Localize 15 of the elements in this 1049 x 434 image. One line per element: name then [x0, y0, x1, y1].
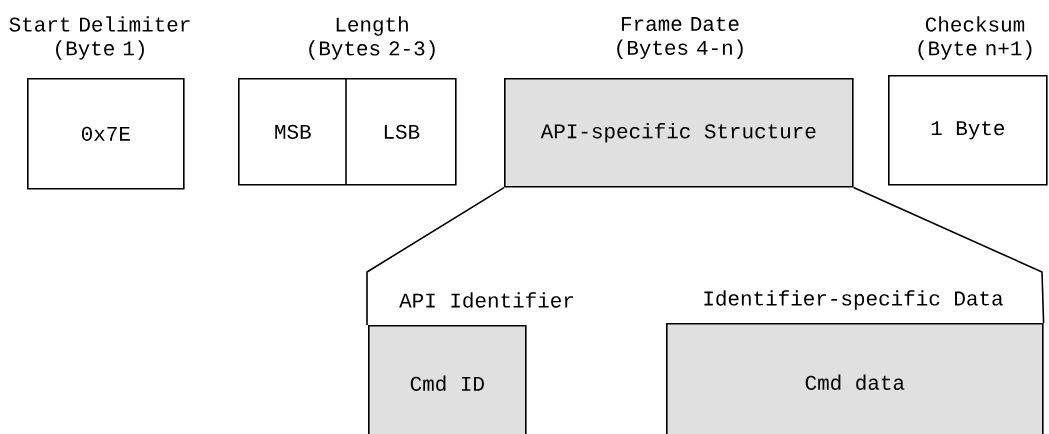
expansion-line — [366, 186, 505, 326]
field-label: Identifier-specific Data — [704, 290, 1003, 310]
byte-label: LSB — [384, 124, 420, 139]
field-box: 1 Byte — [888, 75, 1048, 186]
field-box: 0x7E — [27, 78, 185, 190]
field-box: Cmd data — [666, 323, 1044, 434]
field-box: Cmd ID — [368, 325, 527, 434]
field-label: Length (Bytes 2-3) — [309, 16, 435, 60]
field-label: Checksum (Byte n+1) — [918, 16, 1032, 60]
field-label: Frame Date (Bytes 4-n) — [617, 16, 743, 60]
expansion-line — [852, 186, 1045, 324]
byte-label: MSB — [275, 124, 311, 139]
field-label: Start Delimiter (Byte 1) — [9, 16, 190, 60]
field-label: API Identifier — [399, 292, 573, 308]
field-box: API-specific Structure — [504, 78, 854, 188]
